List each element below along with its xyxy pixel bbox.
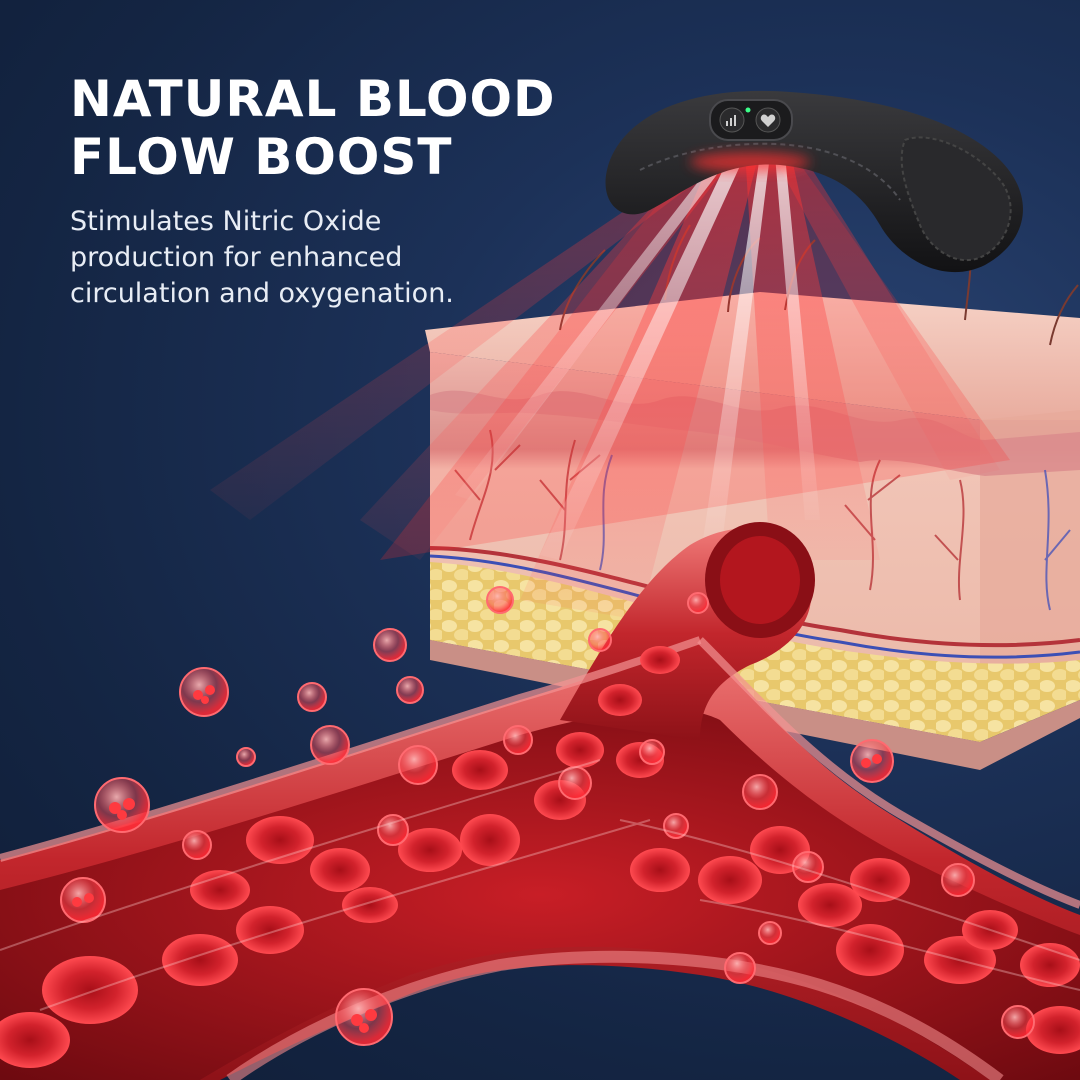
red-blood-cell: [452, 750, 508, 790]
bubble: [398, 745, 438, 785]
red-blood-cell: [42, 956, 138, 1024]
bubble: [558, 766, 592, 800]
bubble: [792, 851, 824, 883]
red-light-device: [605, 90, 1023, 273]
bubble: [179, 667, 229, 717]
red-blood-cells: [0, 646, 1080, 1068]
bubble: [373, 628, 407, 662]
red-light-beams: [210, 150, 1010, 620]
red-blood-cell: [246, 816, 314, 864]
flow-streaks: [0, 759, 1080, 1011]
red-blood-cell: [850, 858, 910, 902]
bubble: [758, 921, 782, 945]
red-blood-cell: [1026, 1006, 1080, 1054]
red-blood-cell: [310, 848, 370, 892]
red-blood-cell: [398, 828, 462, 872]
red-blood-cell: [598, 684, 642, 716]
bubble: [724, 952, 756, 984]
bubble: [588, 628, 612, 652]
red-blood-cell: [342, 887, 398, 923]
bubble: [850, 739, 894, 783]
bubble: [503, 725, 533, 755]
bubble: [941, 863, 975, 897]
bubble: [310, 725, 350, 765]
red-blood-cell: [630, 848, 690, 892]
red-blood-cell: [190, 870, 250, 910]
signal-bars-icon: [726, 115, 736, 126]
headline: NATURAL BLOOD FLOW BOOST: [70, 70, 556, 186]
bubble: [182, 830, 212, 860]
bubble: [1001, 1005, 1035, 1039]
bubble: [687, 592, 709, 614]
heart-icon: [760, 114, 776, 127]
red-blood-cell: [836, 924, 904, 976]
bubble: [663, 813, 689, 839]
bubble: [335, 988, 393, 1046]
red-blood-cell: [640, 646, 680, 674]
bubble: [236, 747, 256, 767]
bubble: [297, 682, 327, 712]
bubble: [486, 586, 514, 614]
red-blood-cell: [798, 883, 862, 927]
bubble: [94, 777, 150, 833]
bubble: [742, 774, 778, 810]
red-blood-cell: [698, 856, 762, 904]
subheadline: Stimulates Nitric Oxide production for e…: [70, 206, 454, 309]
red-blood-cell: [556, 732, 604, 768]
red-blood-cell: [0, 1012, 70, 1068]
nitric-oxide-bubbles: [60, 586, 1035, 1046]
bubble: [639, 739, 665, 765]
red-blood-cell: [236, 906, 304, 954]
red-blood-cell: [962, 910, 1018, 950]
bubble: [60, 877, 106, 923]
red-blood-cell: [162, 934, 238, 986]
bubble: [396, 676, 424, 704]
bubble: [377, 814, 409, 846]
red-blood-cell: [460, 814, 520, 866]
red-blood-cell: [1020, 943, 1080, 987]
